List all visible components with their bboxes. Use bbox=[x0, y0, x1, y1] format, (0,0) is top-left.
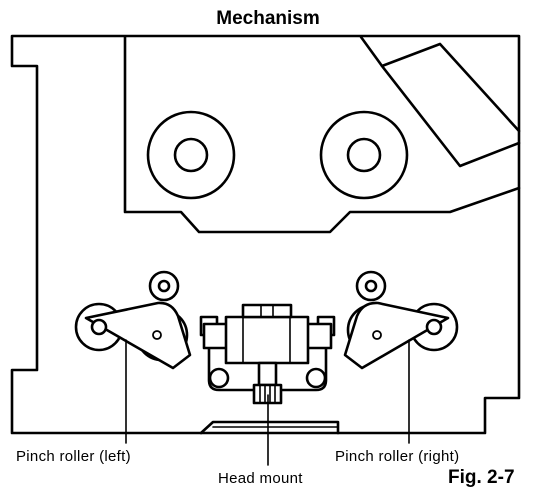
head-mount-assembly bbox=[199, 303, 336, 405]
cassette-corner-block bbox=[359, 35, 521, 133]
figure-caption: Fig. 2-7 bbox=[448, 467, 515, 488]
cassette-corner-edge bbox=[380, 64, 521, 168]
label-pinch-roller-left: Pinch roller (left) bbox=[16, 448, 131, 465]
reel-hub-left bbox=[146, 110, 236, 200]
label-pinch-roller-right: Pinch roller (right) bbox=[335, 448, 460, 465]
guide-post-left bbox=[148, 270, 180, 302]
guide-post-right bbox=[355, 270, 387, 302]
pinch-roller-left bbox=[74, 301, 192, 370]
diagram-title: Mechanism bbox=[216, 8, 320, 29]
label-head-mount: Head mount bbox=[218, 470, 303, 487]
pinch-arm-right bbox=[343, 301, 450, 370]
reel-hub-right bbox=[319, 110, 409, 200]
cassette-body bbox=[123, 35, 521, 234]
pinch-roller-right bbox=[343, 301, 459, 370]
pinch-arm-left bbox=[84, 301, 192, 370]
chassis-outline bbox=[10, 34, 521, 435]
